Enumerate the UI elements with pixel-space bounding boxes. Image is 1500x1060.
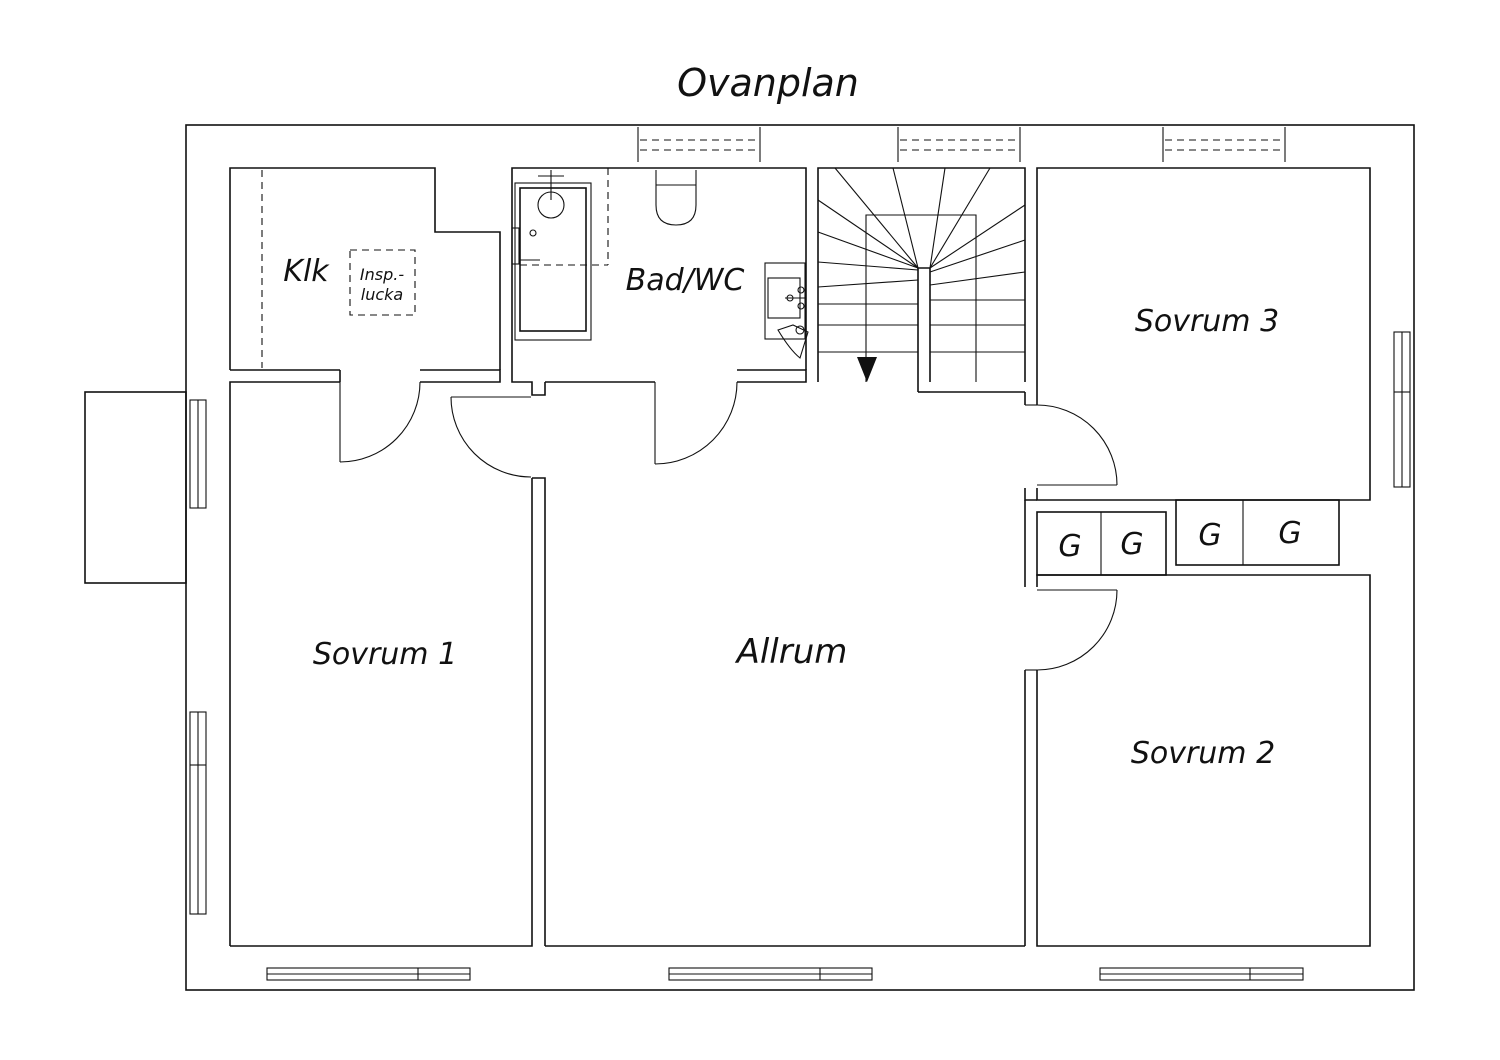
door-sovrum-3 [1025,404,1118,486]
window-bottom-3 [1099,967,1304,981]
toilet-icon [655,170,697,226]
room-klk [229,167,501,370]
room-sovrum-2 [1024,574,1371,947]
label-closet-1: G [1058,529,1081,564]
room-sovrum-1 [229,369,533,947]
label-klk: Klk [283,254,330,289]
label-bad-wc: Bad/WC [626,263,745,298]
window-left-upper [189,399,207,509]
window-right [1393,331,1411,488]
staircase [817,167,1026,393]
door-allrum [450,396,532,478]
closets [1024,499,1340,587]
label-sovrum-2: Sovrum 2 [1131,736,1275,771]
shower [511,168,609,341]
window-bottom-1 [266,967,471,981]
skylight-2 [897,127,1021,162]
label-closet-3: G [1198,518,1221,553]
plan-title: Ovanplan [677,61,859,105]
room-allrum [511,369,1025,947]
skylight-3 [1162,127,1286,162]
door-klk [339,381,421,463]
door-bad-wc [654,381,738,465]
label-closet-4: G [1278,516,1301,551]
label-insp-1: Insp.- [360,265,404,284]
inspection-hatch [349,249,416,316]
stair-direction-arrow [857,357,877,382]
door-sovrum-2 [1025,589,1118,671]
outer-walls [185,124,1415,991]
label-allrum: Allrum [735,632,848,672]
label-insp-2: lucka [361,285,403,304]
sink-icon [764,262,806,340]
room-bad-wc [511,167,809,370]
skylight-1 [637,127,761,162]
window-bottom-2 [668,967,873,981]
window-left-lower [189,711,207,915]
faucet-icon [777,324,809,359]
label-closet-2: G [1120,527,1143,562]
label-sovrum-3: Sovrum 3 [1135,304,1279,339]
balcony [84,391,187,584]
label-sovrum-1: Sovrum 1 [313,637,457,672]
